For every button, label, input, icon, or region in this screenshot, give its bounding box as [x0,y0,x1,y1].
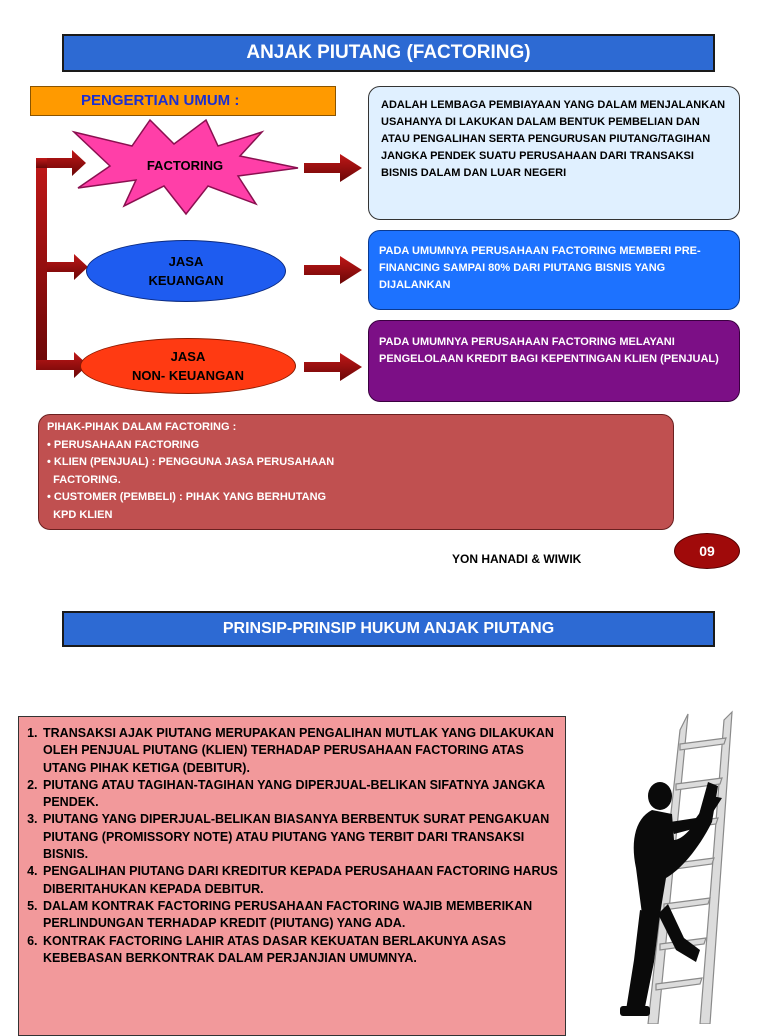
list-item: • CUSTOMER (PEMBELI) : PIHAK YANG BERHUT… [47,491,327,503]
jasa-non-keuangan-definition-box: PADA UMUMNYA PERUSAHAAN FACTORING MELAYA… [368,320,740,402]
list-item: • PERUSAHAAN FACTORING [47,438,200,451]
slide1-title: ANJAK PIUTANG (FACTORING) [246,42,531,63]
list-item: PIUTANG ATAU TAGIHAN-TAGIHAN YANG DIPERJ… [41,777,561,812]
principles-list: TRANSAKSI AJAK PIUTANG MERUPAKAN PENGALI… [19,725,561,967]
jasa-keuangan-node: JASA KEUANGAN [86,240,286,302]
connector-diagram [36,118,362,381]
list-item: FACTORING. [47,473,121,486]
factoring-definition-box: ADALAH LEMBAGA PEMBIAYAAN YANG DALAM MEN… [368,86,740,220]
climber-silhouette [620,782,722,1016]
jasa-keuangan-definition-box: PADA UMUMNYA PERUSAHAAN FACTORING MEMBER… [368,230,740,310]
list-item: PENGALIHAN PIUTANG DARI KREDITUR KEPADA … [41,863,561,898]
list-item: PIUTANG YANG DIPERJUAL-BELIKAN BIASANYA … [41,811,561,863]
slide2-title-bar: PRINSIP-PRINSIP HUKUM ANJAK PIUTANG [62,611,715,647]
list-item: DALAM KONTRAK FACTORING PERUSAHAAN FACTO… [41,898,561,933]
list-item: TRANSAKSI AJAK PIUTANG MERUPAKAN PENGALI… [41,725,561,777]
page-number-badge: 09 [674,533,740,569]
parties-heading: PIHAK-PIHAK DALAM FACTORING : [47,421,237,433]
slide1-title-bar: ANJAK PIUTANG (FACTORING) [62,34,715,72]
authors: YON HANADI & WIWIK [452,552,582,566]
bracket-arrow-to-jasa-non-keuangan [36,352,88,378]
parties-box: PIHAK-PIHAK DALAM FACTORING : • PERUSAHA… [38,414,674,530]
factoring-starburst [71,118,299,216]
section-label: PENGERTIAN UMUM : [30,86,336,116]
ladder-climber-illustration [620,710,733,1024]
list-item: • KLIEN (PENJUAL) : PENGGUNA JASA PERUSA… [47,456,335,468]
list-item: KPD KLIEN [47,508,113,521]
jasa-non-keuangan-node: JASA NON- KEUANGAN [80,338,296,394]
slide2-title: PRINSIP-PRINSIP HUKUM ANJAK PIUTANG [222,620,555,637]
arrow-keuangan-to-definition [304,256,362,284]
bracket-arrow-to-jasa-keuangan [47,254,88,280]
parties-list: • PERUSAHAAN FACTORING • KLIEN (PENJUAL)… [47,437,673,525]
list-item: KONTRAK FACTORING LAHIR ATAS DASAR KEKUA… [41,933,561,968]
factoring-node-label: FACTORING [146,158,224,173]
principles-box: TRANSAKSI AJAK PIUTANG MERUPAKAN PENGALI… [18,716,566,1036]
arrow-non-keuangan-to-definition [304,353,362,381]
arrow-factoring-to-definition [304,154,362,182]
bracket-arrow-to-factoring [47,150,86,176]
